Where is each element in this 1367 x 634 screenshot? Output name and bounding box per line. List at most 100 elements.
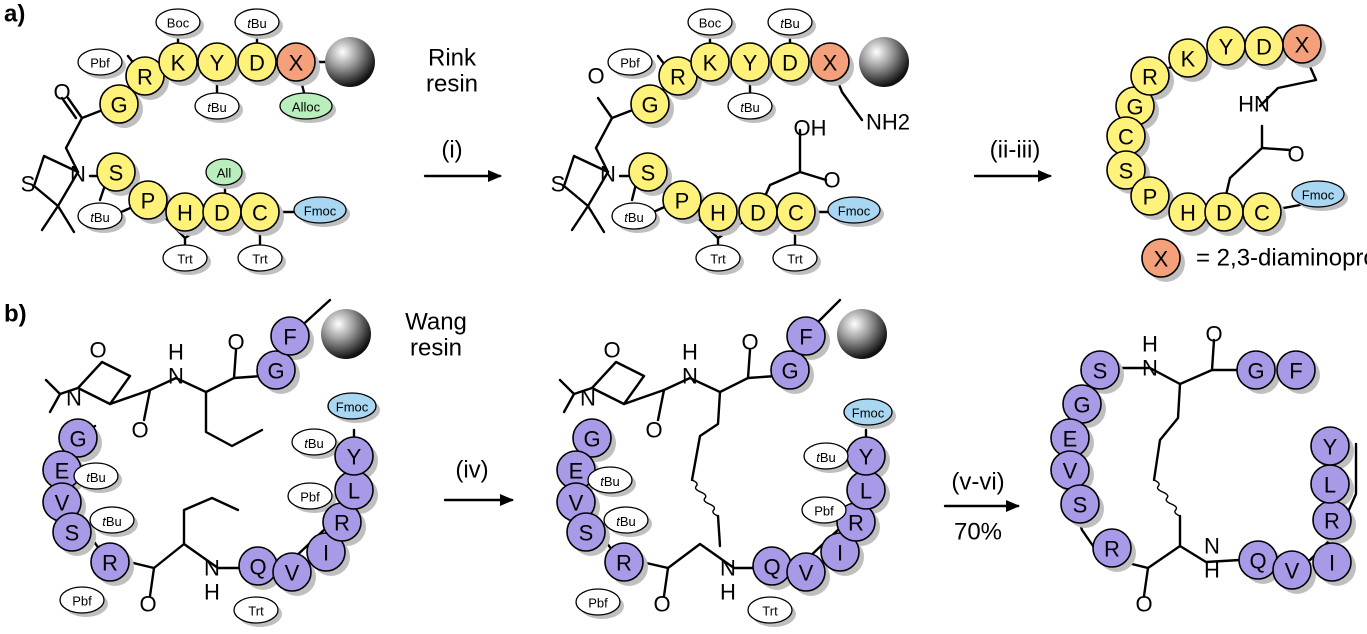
b1-h2: H (204, 580, 220, 605)
a2-pg-tbu3 (611, 202, 657, 230)
b1-res-V-letter: V (55, 491, 70, 516)
a2-res-D-letter: D (782, 51, 798, 76)
b2-res-G2-letter: G (781, 359, 798, 384)
b1-pg-fmoc (327, 392, 377, 420)
a3-pg-fmoc-label: Fmoc (1302, 188, 1335, 203)
a2-res-K (690, 42, 730, 82)
b1-pg-tbu2-label: tBu (86, 470, 106, 485)
a1-pg-trt2-label: Trt (252, 252, 268, 267)
a3-res-K-letter: K (1181, 47, 1196, 72)
a1-res-D2-letter: D (214, 201, 230, 226)
a3-pg-fmoc (1291, 180, 1345, 208)
a3-res-D-letter: D (1256, 35, 1272, 60)
a3-res-P-letter: P (1143, 185, 1158, 210)
a2-res-C-letter: C (788, 201, 804, 226)
b2-pg-trt-label: Trt (762, 604, 778, 619)
b2-res-V-letter: V (569, 491, 584, 516)
a1-res-R-letter: R (137, 65, 153, 90)
a2-pg-tbu3-label: tBu (624, 210, 644, 225)
b1-pg-pbf2 (59, 586, 105, 614)
a2-pg-boc (687, 8, 733, 36)
a-arrow2-head (1038, 170, 1052, 182)
a2-o2: O (823, 168, 840, 193)
b-arrow1-label: (iv) (455, 457, 488, 484)
a1-pg-tbu3-label: tBu (90, 210, 110, 225)
a1-pg-alloc (279, 92, 333, 120)
b1-top-chain (108, 374, 264, 406)
b1-o4: O (139, 592, 156, 617)
a2-res-Y-letter: Y (743, 51, 758, 76)
a1-pg-tbu2 (194, 92, 240, 120)
a2-res-X-letter: X (823, 51, 838, 76)
b2-oxazolidine (590, 360, 646, 406)
a2-c-o (596, 96, 614, 120)
a3-res-X (1282, 24, 1322, 64)
a1-res-K (158, 42, 198, 82)
b3-co2 (1142, 566, 1150, 598)
panel-a-label: a) (4, 1, 25, 28)
b3-n2: N (1204, 534, 1220, 559)
a2-s: S (551, 172, 566, 197)
b2-res-E-letter: E (569, 459, 584, 484)
a2-pg-trt2 (772, 244, 818, 272)
a1-thiazolidine-top (64, 102, 120, 174)
b1-res-G (58, 418, 98, 458)
b2-res-V2-letter: V (799, 561, 814, 586)
a2-thiazolidine-top (594, 102, 650, 174)
a1-res-Y (197, 42, 237, 82)
b1-res-V2 (272, 552, 312, 592)
a2-res-P-letter: P (675, 189, 690, 214)
a2-res-X (810, 42, 850, 82)
a2-pg-tbu2-label: tBu (740, 100, 760, 115)
a1-pg-trt1 (162, 244, 208, 272)
a3-res-S-letter: S (1119, 159, 1134, 184)
a1-pg-fmoc-label: Fmoc (304, 204, 337, 219)
b2-pg-trt (747, 596, 793, 624)
a2-res-D (770, 42, 810, 82)
b2-pg-pbf2-label: Pbf (588, 596, 608, 611)
panel-b-label: b) (4, 301, 27, 328)
a2-pg-fmoc-label: Fmoc (838, 204, 871, 219)
a1-pg-boc-label: Boc (167, 16, 190, 31)
b-arrow1-head (500, 494, 514, 506)
b2-res-G-letter: G (583, 427, 600, 452)
a3-res-K (1168, 38, 1208, 78)
b2-res-V2 (786, 552, 826, 592)
a1-co-dbl (60, 96, 78, 120)
a1-res-K-letter: K (171, 51, 186, 76)
a-resin-line2: resin (426, 71, 478, 98)
a2-pg-trt2-label: Trt (787, 252, 803, 267)
a1-rink-bead (325, 37, 375, 87)
b2-pg-fmoc-label: Fmoc (852, 406, 885, 421)
a3-res-C2-letter: C (1254, 201, 1270, 226)
b2-o1: O (603, 338, 620, 363)
b2-o2: O (645, 418, 662, 443)
a1-res-Y-letter: Y (210, 51, 225, 76)
b2-n1: N (580, 386, 596, 411)
b3-n1: N (1142, 356, 1158, 381)
a2-thiazolidine-ring (562, 154, 610, 208)
b3-res-R2-letter: R (1324, 509, 1340, 534)
b3-o2: O (1135, 592, 1152, 617)
b1-allyl-bot (182, 496, 240, 546)
a1-pg-tbu1-label: tBu (247, 16, 267, 31)
a1-res-X-letter: X (289, 51, 304, 76)
a1-res-P-letter: P (141, 189, 156, 214)
b1-pg-pbf1-label: Pbf (300, 490, 320, 505)
b3-res-S2 (1060, 484, 1100, 524)
b1-res-S (52, 512, 92, 552)
a2-me2 (586, 204, 606, 234)
b2-res-F (786, 316, 826, 356)
a1-me1 (40, 204, 60, 232)
b1-pg-tbu3 (89, 506, 135, 534)
b2-pg-tbu3 (603, 506, 649, 534)
b3-alkene-top (1152, 382, 1182, 482)
a2-res-H (698, 192, 738, 232)
a1-res-G-letter: G (110, 93, 127, 118)
a1-res-X (276, 42, 316, 82)
a3-res-P (1130, 176, 1170, 216)
b3-res-R (1092, 528, 1132, 568)
b1-pg-tbu1-label: tBu (304, 436, 324, 451)
a1-pg-all-label: All (217, 166, 232, 181)
b2-pg-tbu2-label: tBu (600, 474, 620, 489)
